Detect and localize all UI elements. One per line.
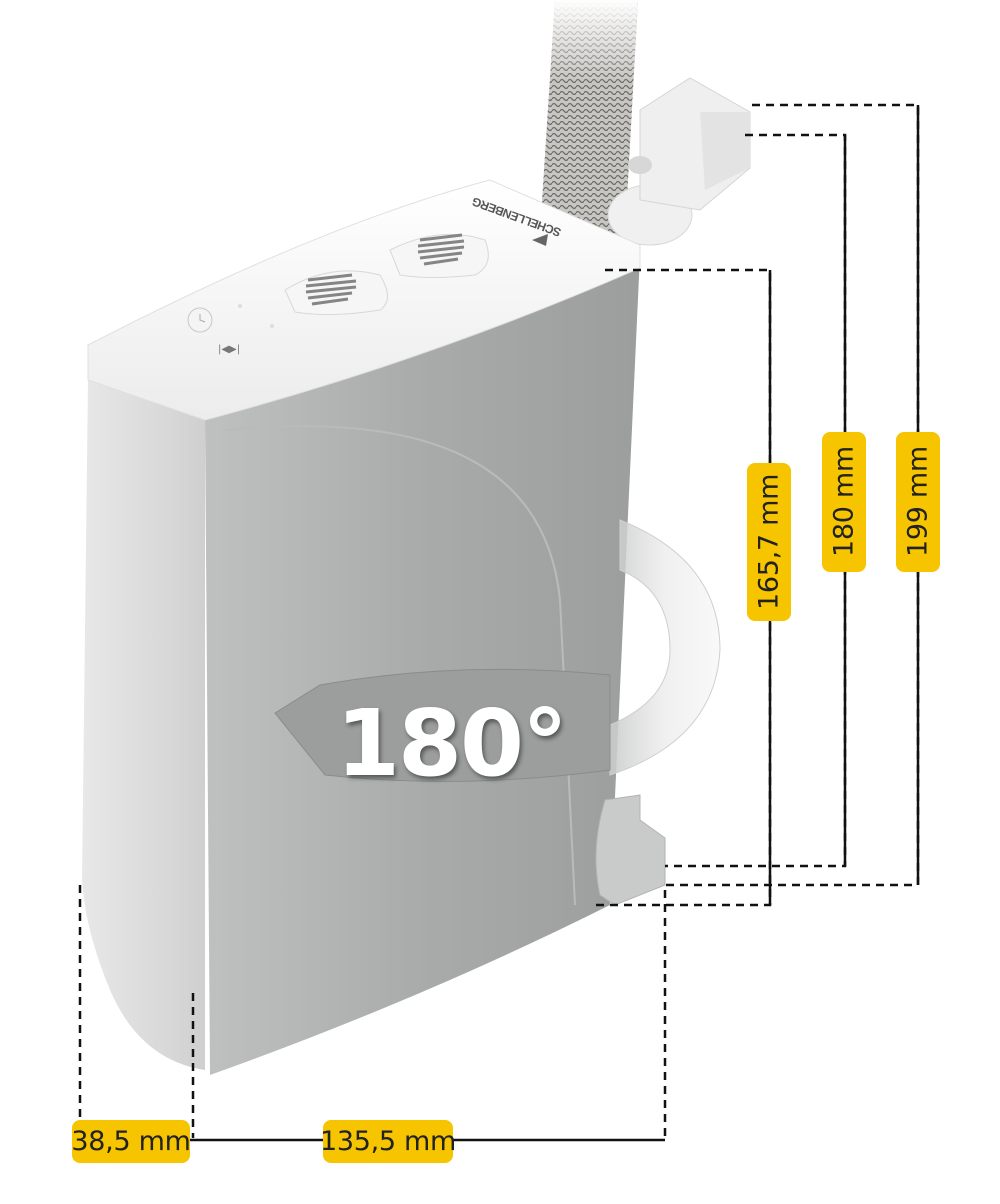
dimension-label-199: 199 mm — [896, 432, 940, 572]
rotation-arrow-ring — [274, 519, 721, 782]
dimension-label-180: 180 mm — [822, 432, 866, 572]
skip-icon[interactable]: |◀▶| — [218, 344, 240, 355]
dimension-label-38-5: 38,5 mm — [71, 1120, 191, 1163]
upper-bracket — [607, 77, 751, 246]
rotation-angle-label: 180° — [336, 690, 568, 797]
dimension-label-135-5: 135,5 mm — [320, 1120, 456, 1163]
dimension-label-165-7: 165,7 mm — [747, 463, 791, 621]
clock-button[interactable] — [187, 307, 213, 333]
up-button[interactable] — [284, 270, 388, 316]
lower-bracket — [595, 794, 666, 906]
down-button[interactable] — [389, 233, 489, 278]
housing — [82, 179, 641, 1075]
belt-strap — [540, 0, 638, 235]
control-panel: |◀▶| — [187, 233, 548, 355]
eject-triangle-icon — [532, 234, 548, 246]
